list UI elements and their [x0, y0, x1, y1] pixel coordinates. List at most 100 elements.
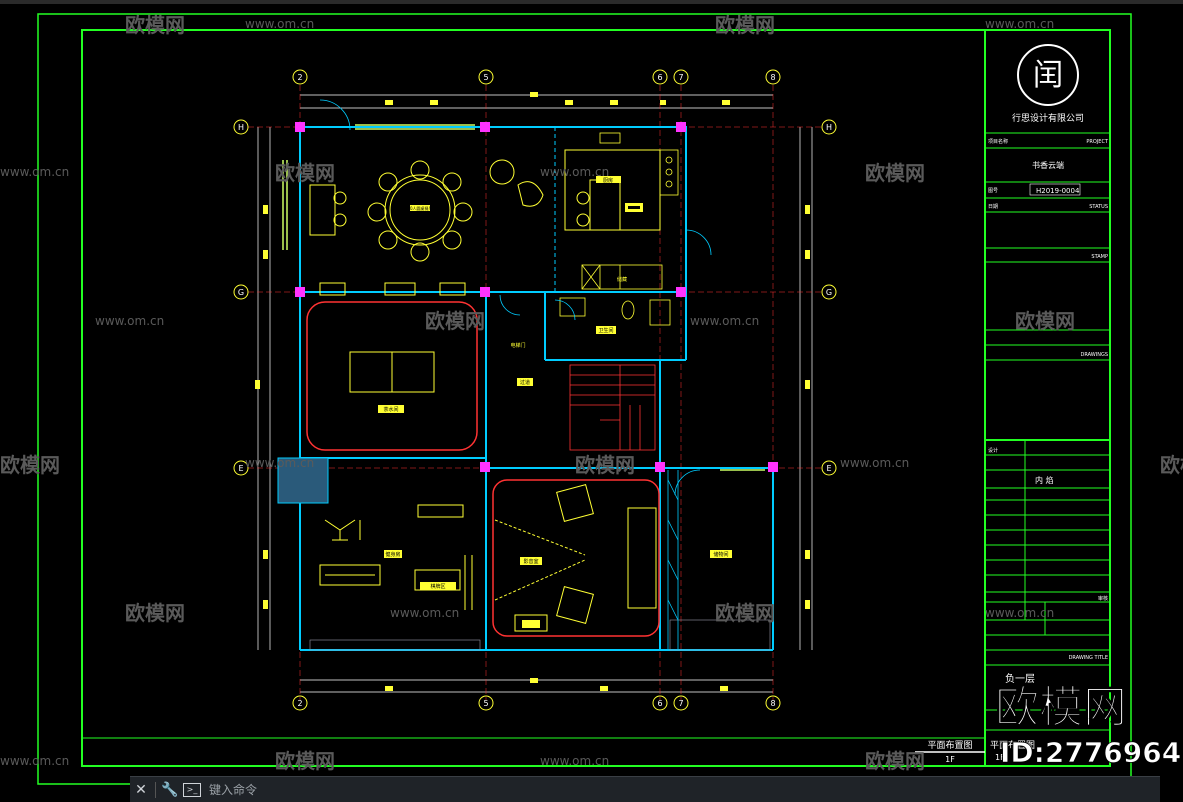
kitchen-counter	[599, 132, 679, 196]
bathroom-fixtures	[559, 297, 671, 326]
windows	[282, 124, 765, 471]
sheet-scale: 1F	[995, 753, 1005, 762]
room-label-gym: 健身房	[385, 551, 400, 558]
grid-bubble-left-1: H	[238, 123, 244, 132]
watermark-sites: www.om.cn www.om.cn www.om.cn www.om.cn …	[0, 17, 1054, 768]
company-name: 行思设计有限公司	[1012, 112, 1084, 124]
wrench-icon[interactable]: 🔧	[161, 781, 179, 798]
media-room-rug	[492, 479, 660, 637]
plan-scale: 1F	[945, 755, 955, 764]
grid-bubble-bottom-3: 6	[657, 699, 662, 708]
separator	[155, 781, 156, 798]
room-label-storage: 储物间	[713, 551, 728, 558]
grid-bubble-bottom-1: 2	[297, 699, 302, 708]
watermark-site-12: www.om.cn	[540, 754, 609, 768]
watermarks: 欧模网 欧模网 欧模网 欧模网 欧模网 欧模网 欧模网 欧模网 欧模网 欧模网 …	[0, 13, 1183, 773]
watermark-brand-7: 欧模网	[0, 453, 60, 477]
watermark-brand-6: 欧模网	[1015, 309, 1075, 333]
storage-racks	[667, 470, 679, 650]
watermark-id: ID:2776964	[1000, 736, 1181, 769]
grid-bubble-right-1: H	[826, 123, 832, 132]
tb-label-drawings: DRAWINGS	[1081, 352, 1108, 358]
plan-label: 平面布置图	[927, 739, 972, 751]
watermark-brand-13: 欧模网	[865, 749, 925, 773]
pantry-cabinets	[581, 264, 663, 290]
watermark-site-4: www.om.cn	[540, 165, 609, 179]
tb-label-status-en: STATUS	[1089, 204, 1108, 210]
tea-room-rug	[306, 301, 478, 451]
tb-label-stamp: STAMP	[1091, 254, 1108, 260]
watermark-site-7: www.om.cn	[245, 456, 314, 470]
sheet-name: 平面布置图	[990, 739, 1035, 751]
staircase	[569, 364, 656, 451]
drawing-title: 负一层	[1005, 672, 1035, 685]
company-logo-icon	[1017, 44, 1079, 106]
command-line-bar: ✕ 🔧 >_	[130, 776, 1160, 802]
logo-glyph: 闰	[1033, 58, 1063, 93]
tb-label-project-en: PROJECT	[1086, 139, 1109, 145]
drawing-number: H2019-0004	[1036, 187, 1080, 195]
watermark-brand-4: 欧模网	[865, 161, 925, 185]
grid-bubble-top-1: 2	[297, 73, 302, 82]
title-block-grid	[985, 132, 1110, 731]
grid-bubble-bottom-2: 5	[483, 699, 488, 708]
room-label-bath: 卫生间	[598, 327, 613, 334]
watermark-site-11: www.om.cn	[0, 754, 69, 768]
columns	[295, 122, 778, 472]
watermark-site-8: www.om.cn	[840, 456, 909, 470]
close-icon[interactable]: ✕	[135, 781, 147, 798]
watermark-brand-11: 欧模网	[715, 601, 775, 625]
grid-bubble-top-3: 6	[657, 73, 662, 82]
grid-bubble-right-2: G	[826, 288, 832, 297]
watermark-brand-12: 欧模网	[275, 749, 335, 773]
room-label-lift: 电梯门	[510, 342, 525, 349]
watermark-brand-5: 欧模网	[425, 309, 485, 333]
tb-label-project: 项目名称	[988, 138, 1008, 145]
room-label-pantry: 储藏	[617, 276, 627, 283]
watermark-site-9: www.om.cn	[390, 606, 459, 620]
tb-label-designed: 设计	[988, 447, 998, 454]
command-input[interactable]	[203, 778, 1160, 801]
watermark-site-10: www.om.cn	[985, 606, 1054, 620]
grid-bubble-bottom-4: 7	[678, 699, 683, 708]
watermark-brand-8: 欧模网	[575, 453, 635, 477]
grid-bubble-left-3: E	[238, 464, 243, 473]
watermark-big-brand: 欧模网	[995, 682, 1127, 733]
watermark-brand-3: 欧模网	[275, 161, 335, 185]
tb-label-status: 日期	[988, 204, 998, 210]
room-label-tea: 茶水间	[383, 406, 398, 413]
dining-label-bg	[410, 205, 430, 211]
grid-bubble-left-2: G	[238, 288, 244, 297]
grid-bubbles: 2 5 6 7 8 2 5 6 7 8 H G E H G E	[233, 69, 837, 711]
watermark-brand-2: 欧模网	[715, 13, 775, 37]
column-block	[277, 457, 329, 504]
grid-bubble-top-4: 7	[678, 73, 683, 82]
grid-bubble-right-3: E	[826, 464, 831, 473]
watermark-site-6: www.om.cn	[690, 314, 759, 328]
tb-label-no: 图号	[988, 188, 998, 194]
project-name: 书香云端	[1032, 160, 1064, 170]
tb-label-title: DRAWING TITLE	[1069, 655, 1108, 661]
watermark-brand-1: 欧模网	[125, 13, 185, 37]
tb-label-approved: 审核	[1098, 595, 1108, 602]
media-furniture	[494, 484, 657, 632]
watermark-brand-9: 欧模网	[1160, 453, 1183, 477]
room-label-dining: 10人圆桌餐厅	[407, 205, 432, 211]
inner-frame	[81, 29, 1111, 767]
doors	[319, 99, 712, 496]
grid-bubble-bottom-5: 8	[770, 699, 775, 708]
room-label-study: 影音室	[523, 558, 538, 565]
watermark-site-2: www.om.cn	[985, 17, 1054, 31]
grid-bubble-top-5: 8	[770, 73, 775, 82]
gym-equipment	[319, 504, 473, 610]
watermark-brand-10: 欧模网	[125, 601, 185, 625]
designer-name: 内 焰	[1035, 475, 1054, 485]
terminal-icon[interactable]: >_	[181, 779, 203, 801]
room-label-kitchen: 厨房	[603, 177, 613, 184]
watermark-site-5: www.om.cn	[95, 314, 164, 328]
grid-bubble-top-2: 5	[483, 73, 488, 82]
room-label-play: 棋牌区	[430, 583, 445, 590]
room-label-corridor: 过道	[520, 379, 530, 386]
watermark-site-3: www.om.cn	[0, 165, 69, 179]
